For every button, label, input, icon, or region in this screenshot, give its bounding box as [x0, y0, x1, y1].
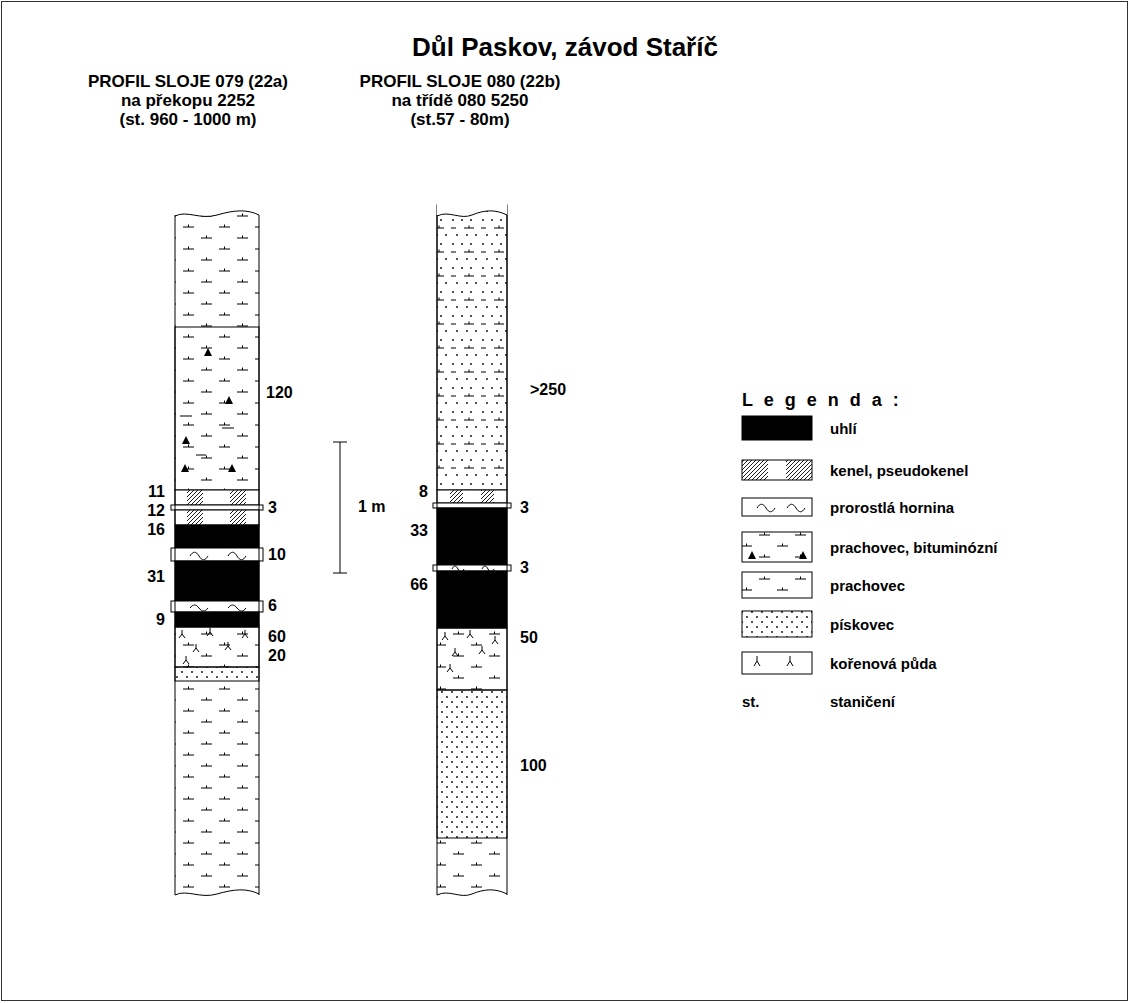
page-title: Důl Paskov, závod Staříč [412, 32, 718, 63]
bitumen-symbols [181, 348, 236, 472]
thickness-label: 60 [268, 628, 286, 646]
kenel-hatch [230, 490, 246, 505]
thickness-label: 3 [520, 499, 529, 517]
thickness-label: 66 [410, 576, 428, 594]
intergrown-rock-symbol [190, 605, 246, 611]
kenel-hatch [187, 490, 203, 505]
siltstone-sample [742, 572, 812, 598]
kenel-hatch [450, 490, 463, 503]
sandstone-layer [175, 667, 259, 681]
sandstone-sample [742, 611, 812, 637]
thickness-label: 16 [147, 521, 165, 539]
bituminous-siltstone-sample [742, 532, 812, 562]
siltstone-layer [175, 681, 259, 905]
thickness-label: 50 [520, 629, 538, 647]
thickness-label: 33 [410, 522, 428, 540]
legend-abbreviation: st. [742, 693, 760, 710]
thickness-label: 9 [156, 611, 165, 629]
legend-swatch [742, 416, 812, 440]
legend-text: prachovec, bituminózní [830, 539, 998, 556]
profile-heading: na třídě 080 5250 (st.57 - 80m) [380, 91, 540, 129]
kenel-sample-hatch [742, 460, 768, 480]
thickness-label: 12 [147, 502, 165, 520]
legend-heading: L e g e n d a : [742, 390, 902, 411]
column-break-cover [437, 195, 507, 216]
profile-heading: PROFIL SLOJE 080 (22b) [360, 72, 561, 91]
kenel-hatch [230, 510, 246, 525]
thickness-label: 100 [520, 757, 547, 775]
intergrown-rock-band [171, 601, 263, 612]
column-outline [175, 211, 259, 896]
root-symbols [754, 656, 793, 666]
legend-text: kenel, pseudokenel [830, 462, 968, 479]
thickness-label: >250 [530, 381, 566, 399]
thickness-label: 120 [266, 384, 293, 402]
column-break-cover [175, 195, 259, 216]
kenel-layer [175, 510, 259, 525]
legend-text: staničení [830, 693, 895, 710]
legend-text: pískovec [830, 616, 894, 633]
root-soil-layer [437, 628, 507, 690]
intergrown-rock-band [171, 505, 263, 510]
thickness-label: 8 [419, 483, 428, 501]
thickness-label: 3 [268, 499, 277, 517]
thickness-label: 20 [268, 647, 286, 665]
kenel-layer [437, 490, 507, 503]
bituminous-siltstone-layer [175, 327, 259, 490]
siltstone-layer [175, 205, 259, 327]
kenel-hatch [187, 510, 203, 525]
bitumen-dashes [180, 416, 234, 455]
kenel-layer [175, 490, 259, 505]
coal-layer [175, 561, 259, 601]
bitumen-symbols [748, 551, 807, 559]
coal-layer [175, 525, 259, 548]
scale-bar [333, 442, 347, 573]
thickness-label: 3 [520, 559, 529, 577]
profile-column: PROFIL SLOJE 079 (22a)na překopu 2252 (s… [175, 215, 259, 895]
kenel-sample [742, 460, 812, 480]
intergrown-rock-band [433, 565, 511, 571]
legend-text: uhlí [830, 420, 857, 437]
root-symbols [179, 628, 248, 664]
profile-column: PROFIL SLOJE 080 (22b)na třídě 080 5250 … [437, 215, 507, 895]
profile-heading: PROFIL SLOJE 079 (22a) [88, 72, 288, 91]
root-soil-sample [742, 652, 812, 674]
thickness-label: 31 [147, 568, 165, 586]
thickness-label: 1 m [358, 498, 386, 516]
intergrown-rock-sample [742, 498, 812, 516]
intergrown-rock-symbol [190, 552, 246, 560]
legend-text: prorostlá hornina [830, 499, 954, 516]
intergrown-rock-band [433, 503, 511, 508]
coal-layer [437, 508, 507, 565]
root-soil-layer [175, 627, 259, 667]
kenel-hatch [481, 490, 494, 503]
coal-layer [437, 571, 507, 628]
legend-text: prachovec [830, 577, 905, 594]
profile-heading: na překopu 2252 (st. 960 - 1000 m) [108, 91, 268, 129]
thickness-label: 10 [268, 546, 286, 564]
thickness-label: 6 [268, 597, 277, 615]
coal-layer [175, 612, 259, 627]
kenel-sample-border [742, 460, 812, 480]
intergrown-rock-band [171, 548, 263, 561]
legend-text: kořenová půda [830, 655, 937, 672]
thickness-label: 11 [148, 483, 165, 501]
sandy-siltstone-layer [437, 205, 507, 490]
column-outline [437, 211, 507, 896]
root-symbols [442, 630, 498, 672]
intergrown-rock-symbol [757, 504, 805, 512]
sandstone-layer [437, 690, 507, 838]
kenel-sample-hatch [786, 460, 812, 480]
